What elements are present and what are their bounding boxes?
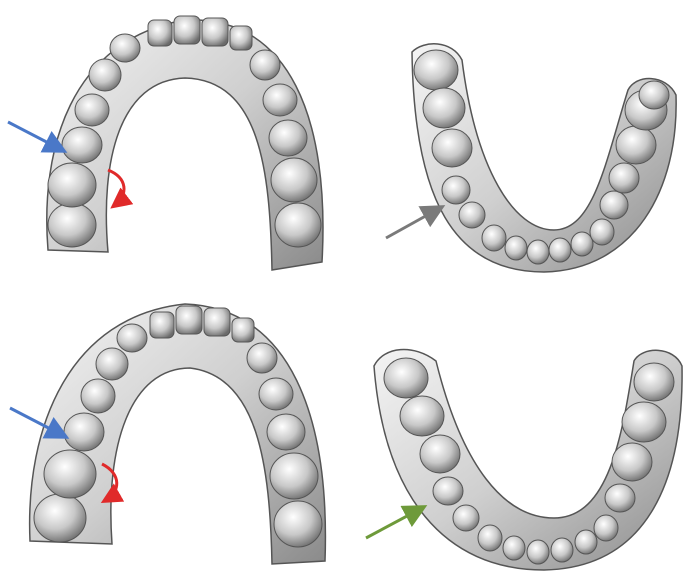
- teeth-right: [599, 80, 670, 220]
- teeth-left: [33, 323, 148, 543]
- blue-arrow: [7, 120, 68, 153]
- teeth-right: [604, 362, 675, 513]
- teeth-right: [249, 49, 322, 248]
- teeth-front: [147, 15, 253, 51]
- teeth-front: [477, 514, 619, 565]
- teeth-front: [481, 218, 615, 265]
- panel-lower-arch-bottom-right: [344, 286, 688, 573]
- upper-arch-model: [9, 303, 327, 565]
- teeth-left: [47, 33, 141, 248]
- red-curved-arrow: [107, 168, 134, 209]
- green-arrow: [365, 505, 428, 540]
- panel-upper-arch-top-left: [0, 0, 344, 286]
- teeth-left: [383, 357, 480, 532]
- panel-upper-arch-bottom-left: [0, 286, 344, 573]
- lower-arch-model: [385, 43, 677, 273]
- teeth-left: [413, 49, 486, 229]
- upper-arch-model: [7, 15, 324, 271]
- blue-arrow: [9, 406, 70, 439]
- red-curved-arrow: [100, 462, 125, 503]
- teeth-right: [246, 342, 323, 548]
- panel-lower-arch-top-right: [344, 0, 688, 286]
- gray-arrow: [385, 205, 446, 240]
- teeth-front: [149, 305, 255, 343]
- lower-arch-model: [365, 348, 683, 571]
